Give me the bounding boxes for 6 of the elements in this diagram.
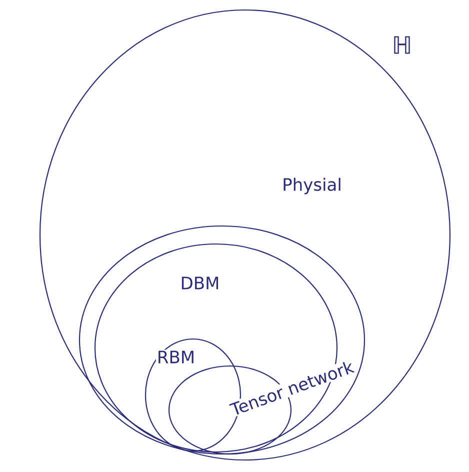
set-label: Physial [281, 176, 343, 196]
set-label: RBM [156, 350, 196, 364]
set-label: ℍ [390, 35, 414, 55]
set-ellipse [39, 9, 451, 461]
set-label: DBM [179, 276, 221, 290]
set-ellipse [78, 225, 366, 455]
